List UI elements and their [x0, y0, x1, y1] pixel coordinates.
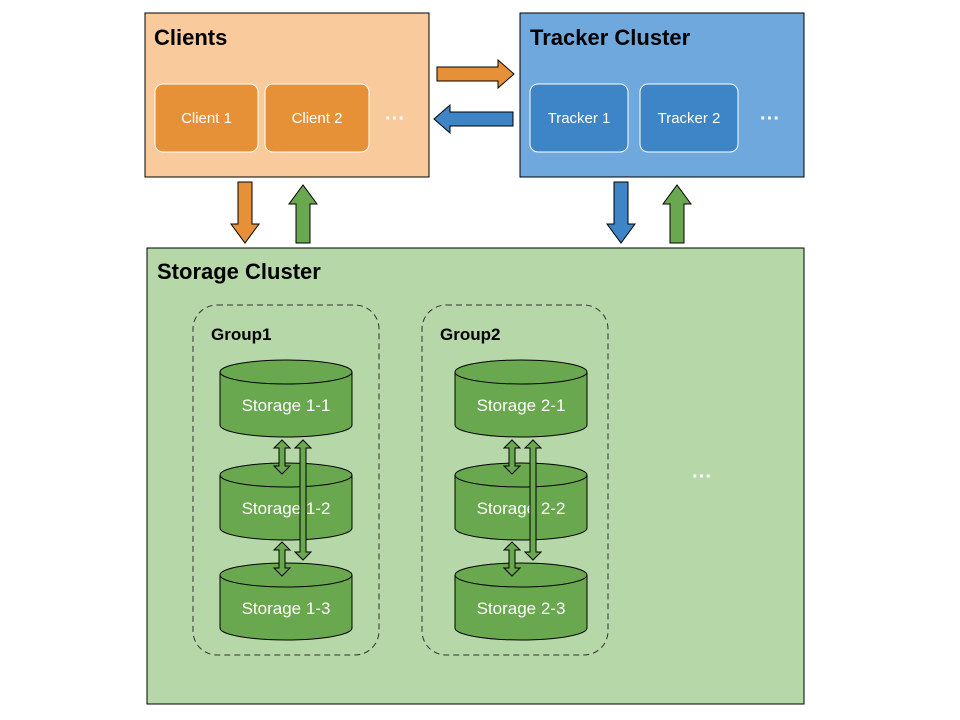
sync-arrow	[502, 541, 522, 577]
group-1-title: Group1	[211, 325, 271, 344]
storage-node: Storage 2-1	[454, 359, 588, 438]
arrow-tracker-to-storage	[606, 181, 636, 244]
sync-arrow	[293, 439, 313, 561]
tracker-node: Tracker 2	[639, 83, 739, 153]
clients-title: Clients	[154, 25, 227, 50]
arrow-storage-to-clients	[288, 184, 318, 244]
storage-node-label: Storage 1-1	[242, 396, 331, 415]
tracker-cluster-box: Tracker Cluster Tracker 1 Tracker 2 ···	[519, 12, 805, 178]
storage-node-label: Storage 1-3	[242, 599, 331, 618]
storage-node-label: Storage 2-3	[477, 599, 566, 618]
sync-arrow	[502, 439, 522, 475]
storage-node: Storage 1-3	[219, 562, 353, 641]
storage-node: Storage 2-2	[454, 462, 588, 541]
sync-arrow	[523, 439, 543, 561]
tracker-node-label: Tracker 1	[548, 110, 611, 127]
group-1: Group1	[192, 304, 380, 656]
storage-node: Storage 1-1	[219, 359, 353, 438]
sync-arrow	[272, 439, 292, 475]
client-node: Client 1	[154, 83, 259, 153]
storage-node-label: Storage 2-2	[477, 499, 566, 518]
storage-cluster-title: Storage Cluster	[157, 259, 321, 284]
sync-arrow	[272, 541, 292, 577]
client-node-label: Client 1	[181, 110, 232, 127]
storage-node: Storage 2-3	[454, 562, 588, 641]
arrow-storage-to-tracker	[662, 184, 692, 244]
tracker-node-label: Tracker 2	[658, 110, 721, 127]
storage-more-indicator: ···	[692, 466, 712, 488]
arrow-clients-to-tracker	[436, 58, 515, 90]
group-2: Group2	[421, 304, 609, 656]
arrow-clients-to-storage	[230, 181, 260, 244]
group-2-title: Group2	[440, 325, 500, 344]
storage-cluster: Storage Cluster Group1 Group2 Storage 1-…	[146, 247, 805, 705]
client-node: Client 2	[264, 83, 370, 153]
tracker-node: Tracker 1	[529, 83, 629, 153]
storage-node-label: Storage 2-1	[477, 396, 566, 415]
storage-node: Storage 1-2	[219, 462, 353, 541]
storage-node-label: Storage 1-2	[242, 499, 331, 518]
client-node-label: Client 2	[292, 110, 343, 127]
group-2-box	[421, 304, 609, 656]
group-1-box	[192, 304, 380, 656]
arrow-tracker-to-clients	[433, 103, 514, 135]
tracker-cluster-title: Tracker Cluster	[530, 25, 691, 50]
clients-more-indicator: ···	[385, 108, 405, 130]
tracker-more-indicator: ···	[760, 108, 780, 130]
clients-box: Clients Client 1 Client 2 ···	[144, 12, 430, 178]
